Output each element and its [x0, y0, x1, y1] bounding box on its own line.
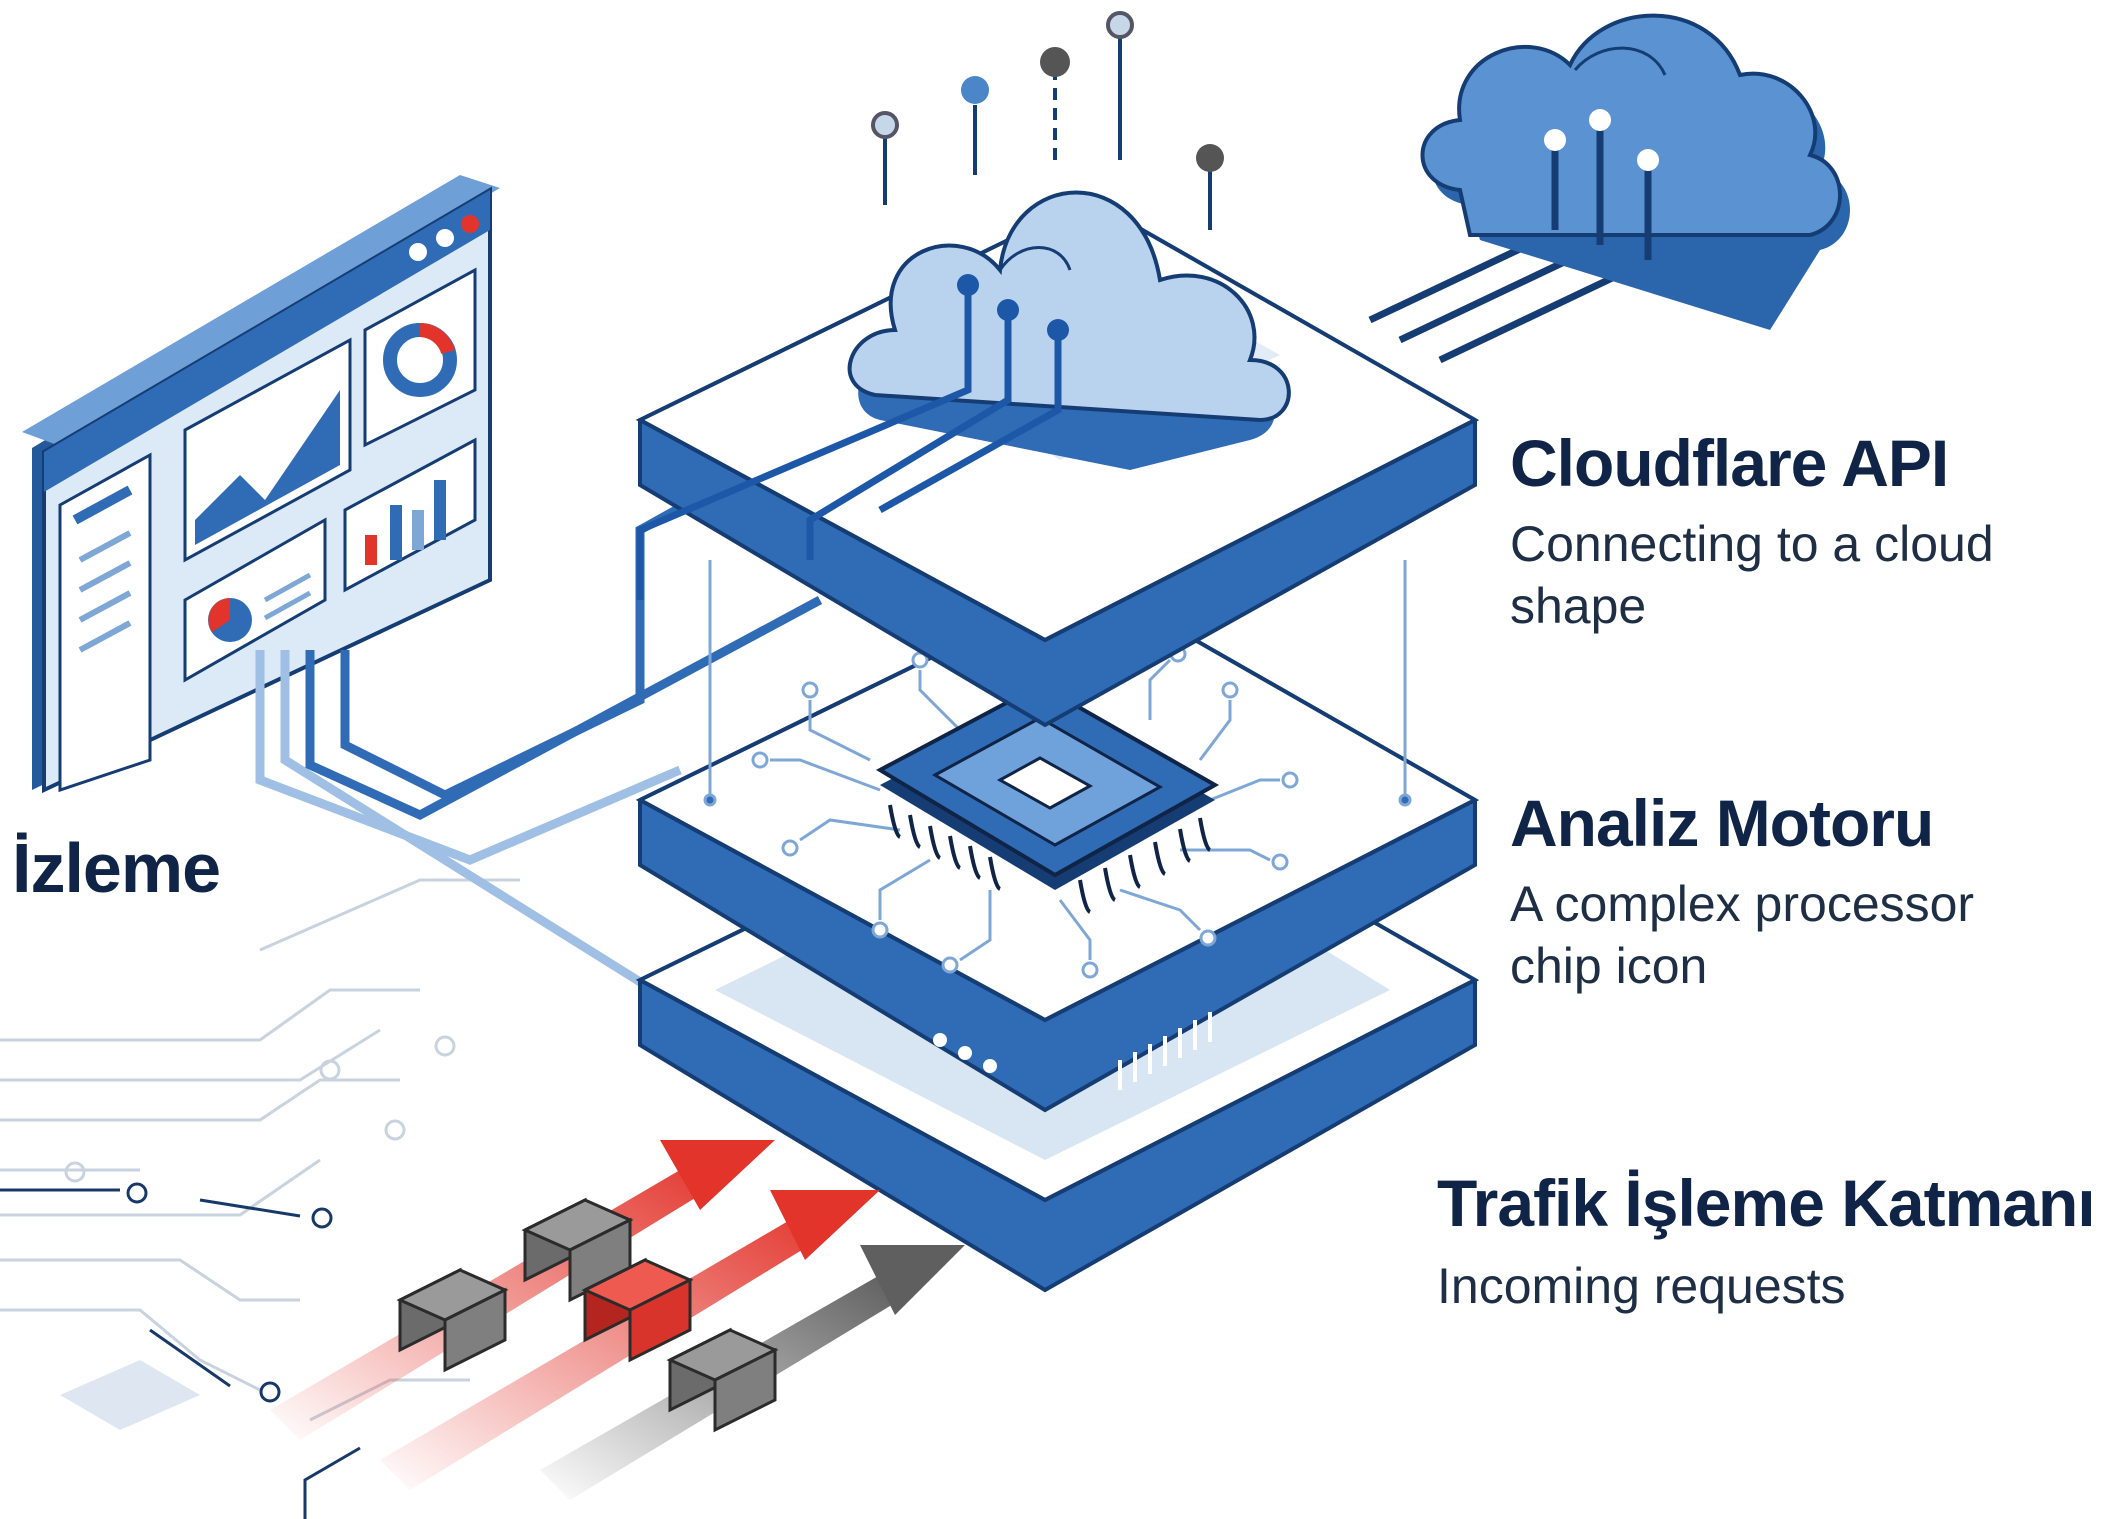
monitor-connection-lines	[255, 426, 823, 989]
cloudflare-api-title: Cloudflare API	[1510, 426, 1949, 500]
monitor-dashboard-icon	[22, 175, 500, 794]
request-packet-icon	[396, 1197, 779, 1433]
izleme-label: İzleme	[12, 829, 221, 907]
processor-chip-icon	[751, 645, 1299, 979]
trafik-isleme-description: Incoming requests	[1437, 1258, 1846, 1314]
analiz-motoru-description: A complex processor chip icon	[1510, 876, 1975, 994]
trafik-isleme-title: Trafik İşleme Katmanı	[1437, 1166, 2096, 1240]
analiz-motoru-title: Analiz Motoru	[1510, 786, 1934, 860]
external-cloud-icon	[1368, 13, 1850, 364]
cloudflare-api-description: Connecting to a cloud shape	[1510, 516, 1994, 634]
cloud-icon	[636, 11, 1291, 600]
background-circuit-traces	[0, 878, 520, 1422]
